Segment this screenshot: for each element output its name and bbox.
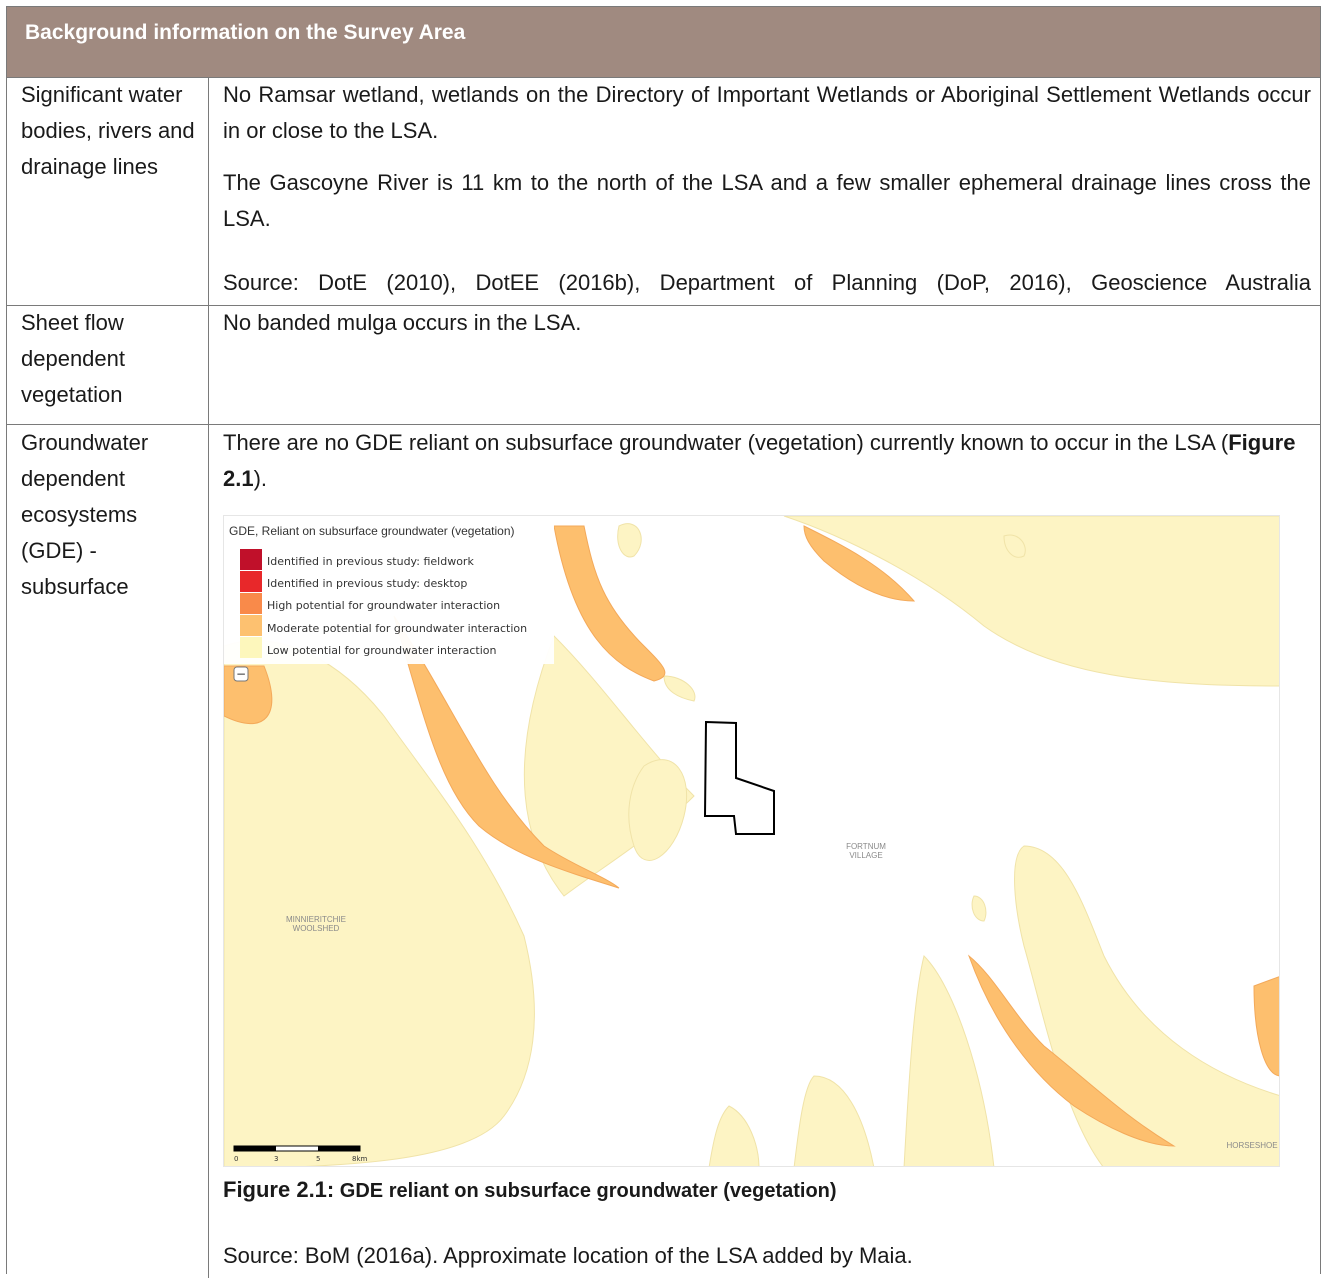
table-header-title: Background information on the Survey Are… <box>25 21 466 44</box>
survey-area-table: Background information on the Survey Are… <box>6 6 1321 1278</box>
figure-caption: Figure 2.1: GDE reliant on subsurface gr… <box>223 1177 837 1203</box>
row-divider <box>7 424 1320 425</box>
place-label-village: VILLAGE <box>849 851 882 860</box>
gde-intro-suffix: ). <box>253 466 268 491</box>
row-label-sheet-flow: Sheet flow dependent vegetation <box>21 310 125 407</box>
legend-swatch-desktop <box>240 571 262 592</box>
figure-caption-label: Figure 2.1: <box>223 1177 335 1202</box>
legend-swatch-high <box>240 593 262 614</box>
gde-map-figure: FORTNUM VILLAGE MINNIERITCHIE WOOLSHED H… <box>223 515 1280 1167</box>
zoom-out-icon: − <box>236 667 246 681</box>
figure-reference: Figure 2.1 <box>223 430 1296 491</box>
figure-caption-title: GDE reliant on subsurface groundwater (v… <box>334 1180 837 1202</box>
column-divider <box>208 78 209 1278</box>
scale-label-5: 5 <box>316 1155 320 1163</box>
water-bodies-source: Source: DotE (2010), DotEE (2016b), Depa… <box>223 270 1311 295</box>
place-label-woolshed: WOOLSHED <box>293 924 340 933</box>
legend-label-high: High potential for groundwater interacti… <box>267 599 500 612</box>
scale-label-0: 0 <box>234 1155 238 1163</box>
sheet-flow-paragraph: No banded mulga occurs in the LSA. <box>223 310 582 335</box>
place-label-fortnum: FORTNUM <box>846 842 886 851</box>
legend-label-desktop: Identified in previous study: desktop <box>267 577 467 590</box>
place-label-minnieritchie: MINNIERITCHIE <box>286 915 346 924</box>
zoom-out-button[interactable]: − <box>233 666 249 682</box>
map-legend-panel <box>224 516 554 664</box>
gde-intro-prefix: There are no GDE reliant on subsurface g… <box>223 430 1229 455</box>
row-divider <box>7 305 1320 306</box>
gde-map: FORTNUM VILLAGE MINNIERITCHIE WOOLSHED H… <box>224 516 1279 1166</box>
water-bodies-paragraph-1: No Ramsar wetland, wetlands on the Direc… <box>223 82 1311 143</box>
legend-label-moderate: Moderate potential for groundwater inter… <box>267 622 527 635</box>
scale-label-3: 3 <box>274 1155 278 1163</box>
legend-label-fieldwork: Identified in previous study: fieldwork <box>267 555 474 568</box>
row-label-water-bodies: Significant water bodies, rivers and dra… <box>21 82 195 179</box>
place-label-horseshoe: HORSESHOE <box>1226 1141 1277 1150</box>
scale-bar: 0 3 5 8km <box>233 1145 368 1163</box>
legend-swatch-low <box>240 637 262 658</box>
gde-intro-paragraph: There are no GDE reliant on subsurface g… <box>223 425 1311 497</box>
map-legend-title: GDE, Reliant on subsurface groundwater (… <box>229 524 515 538</box>
lsa-boundary <box>703 720 775 835</box>
legend-label-low: Low potential for groundwater interactio… <box>267 644 496 657</box>
scale-label-8km: 8km <box>352 1155 368 1163</box>
legend-swatch-moderate <box>240 615 262 636</box>
row-label-gde: Groundwater dependent ecosystems (GDE) -… <box>21 430 149 599</box>
table-header: Background information on the Survey Are… <box>7 7 1320 78</box>
figure-source: Source: BoM (2016a). Approximate locatio… <box>223 1243 913 1268</box>
legend-swatch-fieldwork <box>240 549 262 570</box>
water-bodies-paragraph-2: The Gascoyne River is 11 km to the north… <box>223 170 1311 231</box>
